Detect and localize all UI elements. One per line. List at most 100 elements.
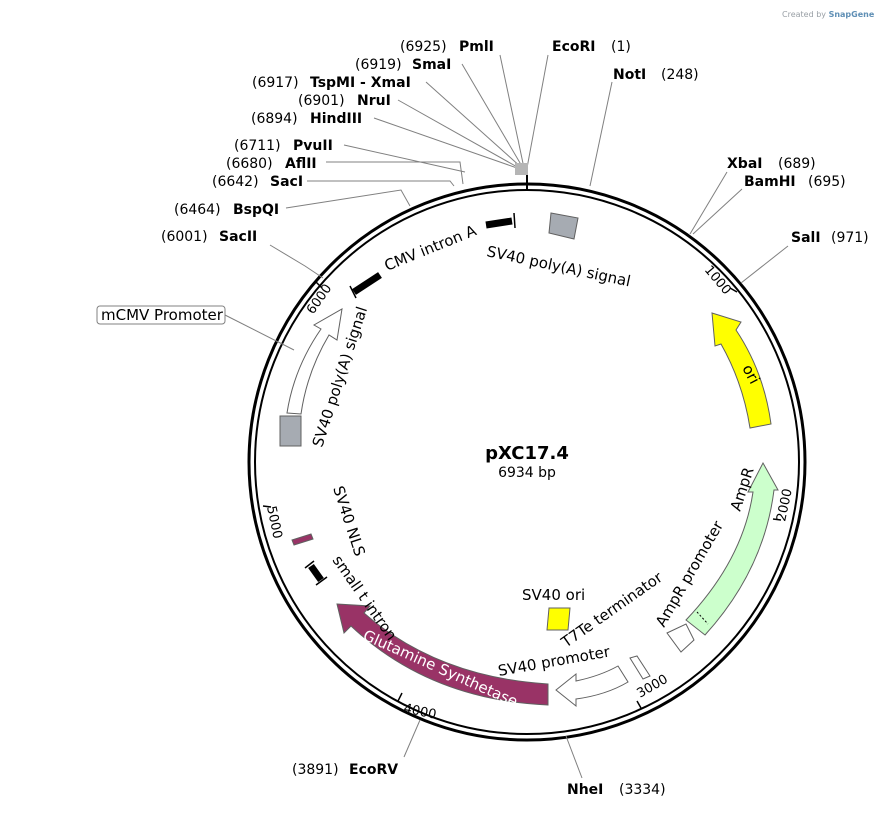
leader-xbai [689,171,728,235]
leader-noti [589,81,613,187]
mcmv-promoter-arrow [286,308,343,415]
site-nhei-num: (3334) [619,782,666,798]
feature-glutamine-synthetase: Glutamine Synthetase [336,603,549,711]
sv40-nls-label: SV40 NLS [329,484,369,559]
leader-ecorv [403,719,421,758]
t7te-terminator-mark [629,655,651,680]
feature-sv40-nls: SV40 NLS [291,484,369,559]
site-hindiii-name: HindIII [310,111,362,127]
cmv-intron-a-cap [349,285,357,299]
ampr-promoter-dash [696,611,709,625]
ampr-promoter-arrow [666,623,695,653]
feature-small-t-intron: small t intron [304,552,401,644]
mcmv-callout-leader [224,314,295,351]
sv40-polya-top-label: SV40 poly(A) signal [485,242,632,290]
sv40-promoter-arrow [555,665,629,708]
site-nhei-name: NheI [567,782,603,798]
small-t-intron-cap-1 [304,560,315,569]
site-smai: (6919) SmaI [355,57,451,73]
site-nrui-num: (6901) [298,93,345,109]
feature-sv40-ori: SV40 ori [522,586,585,631]
tick-label-4000: 4000 [402,701,437,723]
sv40-ori-label: SV40 ori [522,586,585,604]
site-pmli-num: (6925) [400,39,447,55]
site-bamhi-name: BamHI [744,174,796,190]
leader-sali [740,245,789,284]
leader-hindiii [373,117,518,169]
t7te-terminator-label: T7Te terminator [557,568,666,652]
tick-5000: 5000 [262,505,285,540]
site-pvuii: (6711) PvuII [234,138,333,154]
site-ecorv: (3891) EcoRV [292,762,398,778]
site-aflii-name: AflII [285,156,317,172]
site-noti-name: NotI [613,67,646,83]
site-tspmi-xmai: (6917) TspMI - XmaI [252,75,411,91]
site-bspqi-num: (6464) [174,202,221,218]
site-aflii-num: (6680) [226,156,273,172]
snapgene-logo-text: SnapGene [828,10,875,19]
feature-mcmv-promoter: mCMV Promoter [96,305,343,415]
sv40-promoter-label: SV40 promoter [497,642,612,680]
site-pmli-name: PmlI [459,39,494,55]
site-xbai: XbaI (689) [727,156,816,172]
site-sali: SalI (971) [791,230,869,246]
leader-smai [461,63,524,169]
site-tspmi-num: (6917) [252,75,299,91]
site-saci-num: (6642) [212,174,259,190]
site-noti-num: (248) [661,67,699,83]
sv40-ori-box [546,607,571,631]
site-bspqi: (6464) BspQI [174,202,279,218]
site-bamhi-num: (695) [808,174,846,190]
site-pvuii-num: (6711) [234,138,281,154]
site-sacii: (6001) SacII [161,229,257,245]
site-xbai-name: XbaI [727,156,762,172]
site-xbai-num: (689) [778,156,816,172]
site-ecori-1: EcoRI (1) [552,39,631,55]
tick-2000: 2000 [772,487,796,523]
ori-arrow [711,312,772,429]
site-ecori-num: (1) [611,39,631,55]
leader-nrui [397,99,520,169]
cmv-intron-a-label: CMV intron A [382,221,480,275]
site-bspqi-name: BspQI [233,202,279,218]
site-smai-num: (6919) [355,57,402,73]
leader-pmli [499,54,525,169]
site-bamhi: BamHI (695) [744,174,846,190]
leader-sacii [269,244,324,279]
site-sacii-name: SacII [219,229,257,245]
site-aflii: (6680) AflII [226,156,317,172]
ampr-arrow [685,461,779,636]
cmv-intron-a-bar [352,272,382,295]
plasmid-name: pXC17.4 [485,443,569,464]
site-ecorv-name: EcoRV [349,762,398,778]
site-hindiii: (6894) HindIII [251,111,362,127]
tick-label-5000: 5000 [263,505,285,540]
cmv-intron-a-cap-2 [513,212,516,229]
site-leader-lines [269,54,789,779]
leader-bspqi [285,189,411,209]
site-sali-num: (971) [831,230,869,246]
site-ecorv-num: (3891) [292,762,339,778]
site-smai-name: SmaI [412,57,451,73]
site-sacii-num: (6001) [161,229,208,245]
glutamine-synthetase-arrow [336,603,549,706]
sv40-polya-left-box [279,415,302,447]
feature-ampr: AmpR [685,461,779,636]
site-nrui-name: NruI [357,93,391,109]
mcmv-callout-text: mCMV Promoter [101,306,224,324]
site-hindiii-num: (6894) [251,111,298,127]
leader-bamhi [692,188,743,235]
tick-4000: 4000 [397,692,438,723]
site-saci-name: SacI [270,174,303,190]
small-t-intron-cap-2 [315,576,328,586]
site-nhei: NheI (3334) [567,782,666,798]
tick-label-2000: 2000 [774,487,796,522]
credit-prefix: Created by [782,10,827,19]
plasmid-length: 6934 bp [498,465,556,481]
site-sali-name: SalI [791,230,821,246]
site-pvuii-name: PvuII [293,138,333,154]
site-ecori-name: EcoRI [552,39,595,55]
site-tspmi-name: TspMI - XmaI [310,75,411,91]
sv40-nls-mark [291,533,314,546]
